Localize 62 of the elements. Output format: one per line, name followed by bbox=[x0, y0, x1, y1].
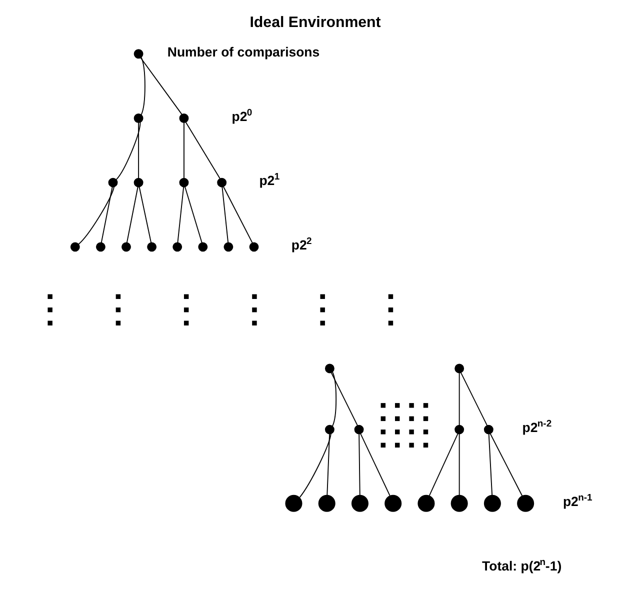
node-circle bbox=[134, 49, 144, 59]
node-circle bbox=[384, 494, 402, 512]
connector bbox=[177, 186, 184, 244]
connector bbox=[140, 57, 182, 115]
label: p2$^{0}$ bbox=[232, 107, 252, 124]
label: p2$^{n-1}$ bbox=[562, 492, 592, 509]
connector bbox=[458, 372, 460, 426]
label: p2$^{1}$ bbox=[259, 172, 280, 188]
node-circle bbox=[179, 114, 189, 123]
diagram-title: Ideal Environment bbox=[250, 14, 381, 32]
label: Number of comparisons bbox=[167, 44, 320, 60]
connector bbox=[358, 434, 360, 496]
node-circle bbox=[324, 424, 334, 434]
node-circle bbox=[354, 424, 364, 434]
node-circle bbox=[517, 494, 534, 512]
node-circle bbox=[318, 494, 336, 512]
connector bbox=[299, 434, 332, 498]
label: Total: p(2$^{n}$-1) bbox=[482, 556, 562, 574]
node-circle bbox=[147, 242, 157, 252]
node-circle bbox=[198, 242, 208, 252]
connector bbox=[185, 122, 220, 179]
connector bbox=[460, 372, 488, 426]
connector bbox=[360, 433, 390, 496]
node-circle bbox=[134, 178, 144, 188]
connector bbox=[140, 57, 146, 116]
node-circle bbox=[454, 364, 464, 374]
connector bbox=[100, 186, 113, 244]
connector bbox=[78, 186, 115, 245]
node-circle bbox=[179, 178, 189, 188]
node-circle bbox=[450, 494, 468, 512]
connector bbox=[138, 122, 140, 179]
node-circle bbox=[484, 424, 494, 434]
node-circle bbox=[108, 178, 118, 188]
connector bbox=[222, 186, 229, 244]
node-circle bbox=[454, 424, 464, 434]
connector bbox=[490, 433, 523, 496]
connector bbox=[332, 372, 337, 427]
node-circle bbox=[70, 242, 80, 252]
node-circle bbox=[351, 494, 368, 512]
node-circle bbox=[122, 242, 131, 252]
node-circle bbox=[96, 242, 106, 252]
node-circle bbox=[249, 242, 259, 252]
connector bbox=[184, 186, 202, 244]
connector bbox=[458, 434, 460, 496]
connector bbox=[488, 434, 493, 496]
label: p2$^{2}$ bbox=[291, 236, 312, 252]
label: p2$^{n-2}$ bbox=[522, 418, 552, 436]
node-circle bbox=[484, 494, 501, 512]
connector bbox=[116, 122, 141, 180]
node-circle bbox=[324, 364, 334, 374]
node-circle bbox=[172, 242, 182, 252]
connector bbox=[126, 186, 138, 244]
connector bbox=[330, 372, 358, 426]
node-circle bbox=[418, 494, 435, 512]
connector bbox=[223, 186, 253, 244]
node-circle bbox=[134, 114, 144, 123]
connector bbox=[326, 434, 330, 496]
node-circle bbox=[285, 494, 302, 512]
connector bbox=[138, 186, 152, 244]
connector bbox=[428, 433, 458, 496]
node-circle bbox=[217, 178, 227, 188]
node-circle bbox=[224, 242, 234, 252]
